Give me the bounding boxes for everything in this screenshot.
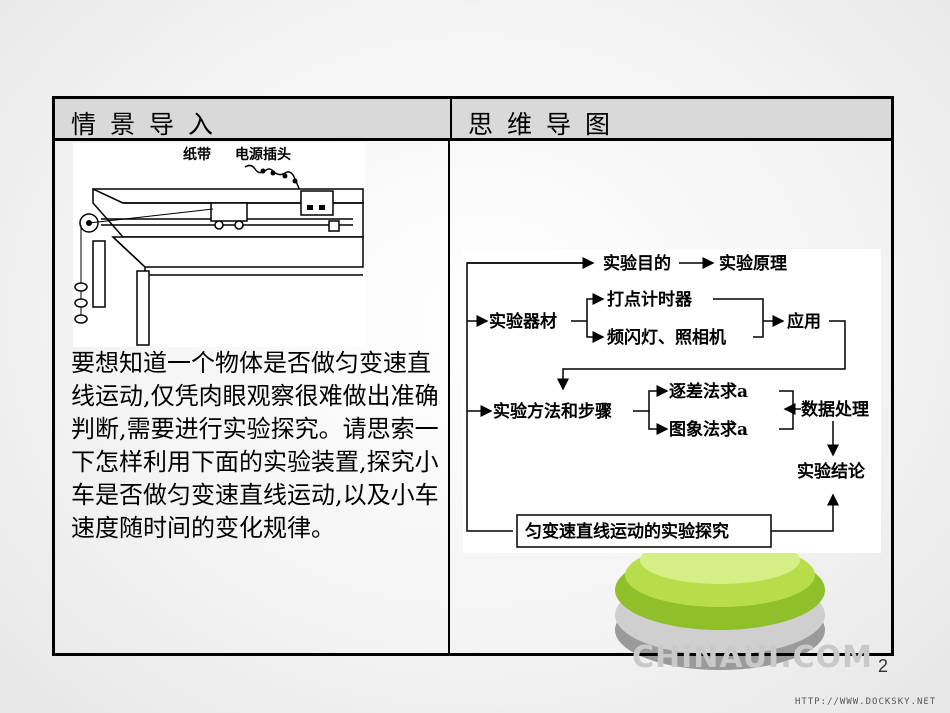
content-table: 情景导入 思维导图 纸带 电源插头 (52, 96, 894, 656)
section-title-mindmap: 思维导图 (468, 110, 625, 139)
node-method: 实验方法和步骤 (493, 401, 612, 422)
node-purpose: 实验目的 (603, 253, 671, 274)
node-successive-difference: 逐差法求a (669, 381, 748, 402)
node-graph-method: 图象法求a (669, 419, 748, 440)
experiment-apparatus-illustration: 纸带 电源插头 (73, 143, 365, 347)
node-strobe: 频闪灯、照相机 (607, 327, 726, 348)
header-cell-left: 情景导入 (55, 99, 450, 141)
column-divider (448, 141, 450, 653)
scenario-paragraph: 要想知道一个物体是否做匀变速直线运动,仅凭肉眼观察很难做出准确判断,需要进行实验… (71, 349, 439, 542)
node-equipment: 实验器材 (489, 311, 557, 332)
label-paper-tape: 纸带 (183, 146, 211, 163)
node-root: 匀变速直线运动的实验探究 (525, 521, 729, 542)
watermark: CHINAUI.COM (632, 640, 873, 675)
node-application: 应用 (787, 311, 821, 332)
mind-map-diagram: 实验目的 实验原理 实验器材 打点计时器 频闪灯、照相机 应用 实验方法和步骤 … (463, 249, 881, 553)
footer-url: HTTP://WWW.DOCKSKY.NET (795, 697, 937, 707)
node-data-processing: 数据处理 (801, 399, 869, 420)
node-principle: 实验原理 (719, 253, 787, 274)
node-conclusion: 实验结论 (797, 461, 866, 482)
header-cell-right: 思维导图 (450, 99, 891, 141)
page-number: 2 (878, 656, 889, 676)
section-title-intro: 情景导入 (71, 110, 228, 139)
node-timer: 打点计时器 (607, 289, 693, 310)
label-power-plug: 电源插头 (235, 146, 291, 163)
decorative-disc (615, 536, 825, 670)
